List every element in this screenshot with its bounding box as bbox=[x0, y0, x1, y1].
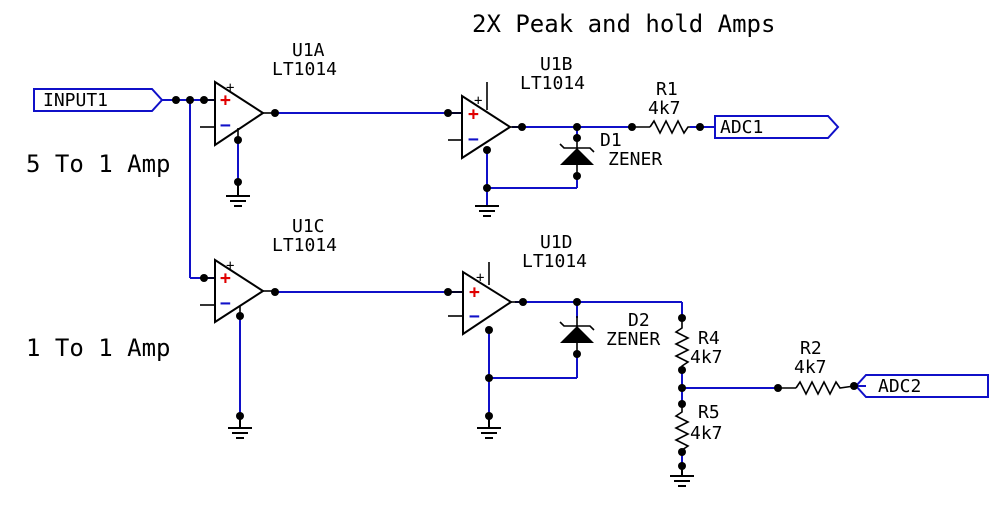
zener-d2-ref: D2 bbox=[628, 310, 650, 331]
junction-dots bbox=[172, 96, 858, 470]
opamp-u1b-plus: + bbox=[468, 104, 479, 125]
ground-u1d bbox=[477, 416, 501, 439]
opamp-u1d-part: LT1014 bbox=[522, 251, 587, 272]
opamp-u1a: + + − U1A LT1014 bbox=[200, 40, 337, 147]
opamp-u1b-minus: − bbox=[468, 129, 479, 150]
opamp-u1c: + + − U1C LT1014 bbox=[200, 216, 337, 324]
svg-text:+: + bbox=[474, 93, 482, 109]
zener-d2: D2 ZENER bbox=[559, 310, 660, 354]
label-1-to-1-amp: 1 To 1 Amp bbox=[26, 334, 171, 362]
svg-text:+: + bbox=[476, 270, 484, 286]
opamp-u1b-ref: U1B bbox=[540, 54, 573, 75]
zener-d1: D1 ZENER bbox=[559, 130, 662, 176]
zener-d2-type: ZENER bbox=[606, 329, 660, 350]
resistor-r5-ref: R5 bbox=[698, 402, 720, 423]
port-input1-label: INPUT1 bbox=[43, 90, 108, 111]
port-adc2-label: ADC2 bbox=[878, 376, 921, 397]
opamp-u1d: + + − U1D LT1014 bbox=[448, 232, 587, 336]
opamp-u1a-plus: + bbox=[220, 90, 231, 111]
opamp-u1c-plus: + bbox=[220, 268, 231, 289]
ground-u1b bbox=[475, 205, 499, 217]
wires bbox=[162, 99, 866, 466]
opamp-u1b-part: LT1014 bbox=[520, 73, 585, 94]
resistor-r1-value: 4k7 bbox=[648, 98, 681, 119]
label-5-to-1-amp: 5 To 1 Amp bbox=[26, 150, 171, 178]
opamp-u1b: + + − U1B LT1014 bbox=[448, 54, 585, 160]
opamp-u1c-ref: U1C bbox=[292, 216, 325, 237]
opamp-u1c-minus: − bbox=[220, 293, 231, 314]
resistor-r5: R5 4k7 bbox=[674, 402, 723, 452]
resistor-r1: R1 4k7 bbox=[632, 79, 690, 135]
opamp-u1c-part: LT1014 bbox=[272, 235, 337, 256]
opamp-u1a-part: LT1014 bbox=[272, 59, 337, 80]
resistor-r2: R2 4k7 bbox=[778, 338, 855, 396]
ground-u1a bbox=[226, 182, 250, 207]
zener-d1-ref: D1 bbox=[600, 130, 622, 151]
resistor-r1-ref: R1 bbox=[656, 79, 678, 100]
opamp-u1d-plus: + bbox=[469, 282, 480, 303]
port-adc2: ADC2 bbox=[854, 374, 989, 398]
opamp-u1a-minus: − bbox=[220, 115, 231, 136]
port-adc1-label: ADC1 bbox=[720, 117, 763, 138]
svg-text:+: + bbox=[226, 258, 234, 274]
zener-d1-type: ZENER bbox=[608, 149, 662, 170]
resistor-r2-value: 4k7 bbox=[794, 357, 827, 378]
resistor-r4: R4 4k7 bbox=[674, 318, 723, 370]
port-input1: INPUT1 bbox=[33, 88, 164, 112]
port-adc1: ADC1 bbox=[714, 115, 840, 139]
resistor-r4-value: 4k7 bbox=[690, 347, 723, 368]
schematic-title: 2X Peak and hold Amps bbox=[472, 10, 775, 38]
resistor-r2-ref: R2 bbox=[800, 338, 822, 359]
opamp-u1d-minus: − bbox=[469, 306, 480, 327]
opamp-u1d-ref: U1D bbox=[540, 232, 573, 253]
resistor-r4-ref: R4 bbox=[698, 328, 720, 349]
svg-text:+: + bbox=[226, 80, 234, 96]
opamp-u1a-ref: U1A bbox=[292, 40, 325, 61]
resistor-r5-value: 4k7 bbox=[690, 423, 723, 444]
